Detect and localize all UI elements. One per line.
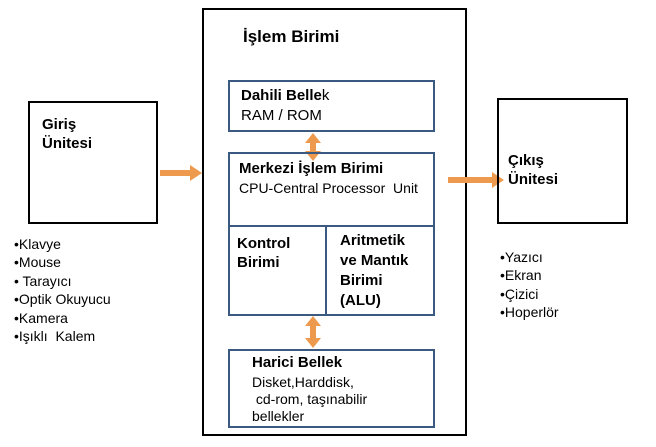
external-memory-line2: cd-rom, taşınabilir [252,391,368,407]
input-device-list: •Klavye •Mouse • Tarayıcı •Optik Okuyucu… [14,235,111,346]
external-memory-title: Harici Bellek [252,354,343,371]
alu-line1: Aritmetik [340,232,406,249]
processing-unit-title: İşlem Birimi [243,27,340,46]
internal-memory-box [228,80,435,132]
list-item: •Kamera [14,309,68,326]
cpu-subtitle: CPU-Central Processor Unit [239,180,418,196]
list-item: •Yazıcı [500,249,543,265]
external-memory-line3: bellekler [252,408,305,424]
cpu-column-divider [325,225,327,316]
input-unit-label-line2: Ünitesi [42,135,93,152]
list-item: •Işıklı Kalem [14,328,96,345]
processing-unit-box [202,8,467,436]
control-unit-line1: Kontrol [237,235,291,252]
arrow-input-to-processing [160,165,202,181]
alu-line3: Birimi [340,272,383,289]
output-unit-box [497,98,628,224]
arrow-processing-to-output [448,172,504,188]
output-device-list: •Yazıcı •Ekran •Çizici •Hoperlör [500,248,559,322]
input-unit-label-line1: Giriş [42,116,77,133]
external-memory-box [228,349,435,428]
list-item: •Klavye [14,236,61,252]
list-item: •Optik Okuyucu [14,291,111,308]
arrow-memory-to-cpu [305,133,321,161]
external-memory-line1: Disket,Harddisk, [252,374,354,390]
alu-line4: (ALU) [340,292,381,309]
list-item: • Tarayıcı [14,272,72,289]
output-unit-label-line1: Çıkış [508,152,544,169]
list-item: •Çizici [500,285,539,302]
arrow-cpu-to-external-memory [305,316,321,348]
internal-memory-title-bold: Dahili Belle [241,87,322,104]
list-item: •Hoperlör [500,304,559,321]
cpu-title: Merkezi İşlem Birimi [239,160,384,177]
input-unit-box [28,101,158,224]
internal-memory-title: Dahili Bellek [241,87,330,105]
list-item: •Mouse [14,254,61,271]
output-unit-label-line2: Ünitesi [508,171,559,188]
control-unit-line2: Birimi [237,254,280,271]
cpu-box [228,152,435,316]
alu-line2: ve Mantık [340,252,409,269]
cpu-header-divider [228,225,435,227]
internal-memory-title-tail: k [321,87,330,104]
list-item: •Ekran [500,267,542,284]
internal-memory-subtitle: RAM / ROM [241,107,322,124]
